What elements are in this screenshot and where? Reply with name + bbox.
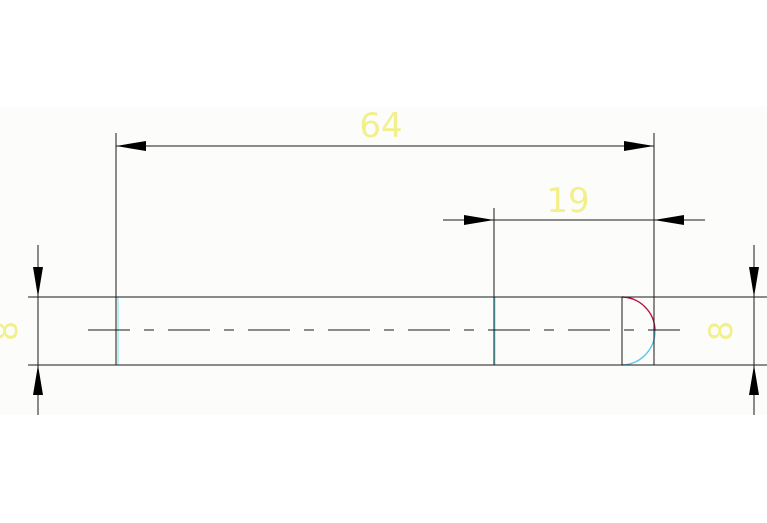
arrow-end-left [464, 215, 494, 225]
arrow-diameter-left-bottom [33, 365, 43, 395]
dimension-text-overall: 64 [359, 106, 402, 146]
canvas-background [0, 106, 767, 415]
arrow-diameter-right-bottom [749, 365, 759, 395]
arrow-diameter-left-top [33, 267, 43, 297]
arrow-end-right [654, 215, 684, 225]
dimension-text-end: 19 [546, 181, 589, 221]
arrow-diameter-right-top [749, 267, 759, 297]
dimension-text-diameter-left: 8 [0, 321, 25, 341]
arrow-overall-left [116, 141, 146, 151]
arrow-overall-right [624, 141, 654, 151]
end-arc-bottom [621, 329, 656, 366]
arrowheads [33, 141, 759, 395]
dimension-text-diameter-right: 8 [702, 321, 740, 341]
